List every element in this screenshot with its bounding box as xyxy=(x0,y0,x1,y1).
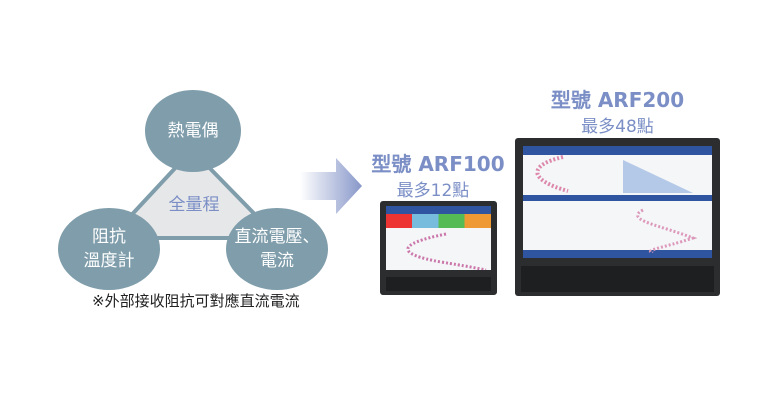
triangle xyxy=(105,147,283,240)
node-label: 熱電偶 xyxy=(167,121,219,141)
model-arf100: 型號 ARF100 xyxy=(371,152,505,176)
device-arf100-image xyxy=(380,201,497,295)
node-label: 阻抗 xyxy=(92,227,126,247)
center-label: 全量程 xyxy=(168,195,220,215)
node-label: 直流電壓、 xyxy=(234,227,320,247)
device-screen xyxy=(386,206,491,270)
arrow-right-icon xyxy=(300,158,362,214)
model-arf200: 型號 ARF200 xyxy=(550,88,685,112)
points-arf200: 最多48點 xyxy=(581,117,654,137)
node-thermocouple: 熱電偶 xyxy=(145,90,241,172)
device-screen xyxy=(523,146,712,258)
node-dc-voltage-current: 直流電壓、電流 xyxy=(226,208,328,290)
device-arf200-image xyxy=(515,138,720,296)
node-rtd: 阻抗溫度計 xyxy=(58,208,160,290)
points-arf100: 最多12點 xyxy=(396,181,470,201)
node-label: 電流 xyxy=(260,251,294,271)
note-text: ※外部接收阻抗可對應直流電流 xyxy=(92,292,300,310)
node-label: 溫度計 xyxy=(83,251,135,271)
